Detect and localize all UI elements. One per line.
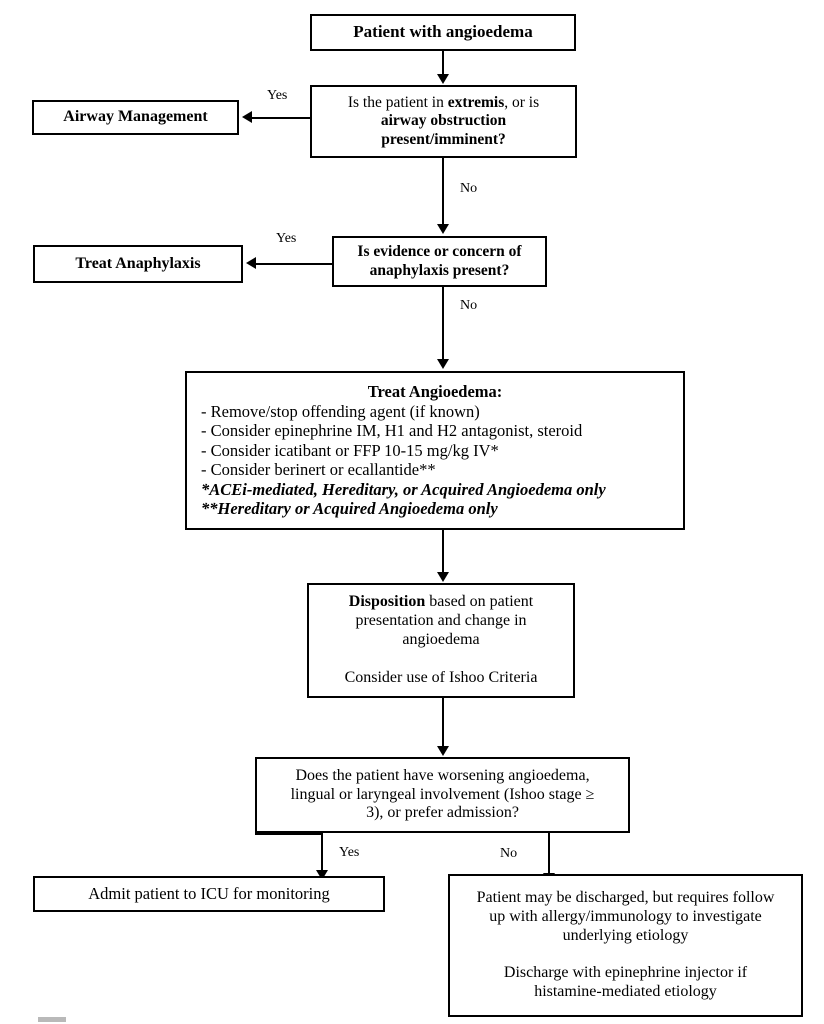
connector-disposition-to-worsening [442, 698, 444, 746]
arrowhead-extremis-to-anaphylaxis [437, 224, 449, 234]
node-start-label: Patient with angioedema [353, 22, 533, 42]
node-extremis-line1: Is the patient in extremis, or is [318, 94, 569, 112]
connector-worsening-no-vertical-stub [548, 833, 550, 875]
node-anaphylaxis-line2: anaphylaxis present? [369, 261, 510, 279]
connector-angioedema-to-disposition [442, 530, 444, 573]
connector-worsening-yes-vertical [321, 833, 323, 871]
node-disposition[interactable]: Disposition based on patient presentatio… [307, 583, 575, 698]
connector-worsening-yes-horizontal [255, 833, 323, 835]
node-patient-with-angioedema[interactable]: Patient with angioedema [310, 14, 576, 51]
connector-extremis-to-airway [252, 117, 310, 119]
node-discharge-line4: Discharge with epinephrine injector if [503, 964, 748, 982]
node-extremis-line3: present/imminent? [381, 130, 506, 148]
edge-label-anaphylaxis-yes: Yes [276, 231, 297, 246]
connector-extremis-to-anaphylaxis [442, 158, 444, 225]
node-extremis-decision[interactable]: Is the patient in extremis, or is airway… [310, 85, 577, 158]
node-treat-angioedema-footnote-1: **Hereditary or Acquired Angioedema only [201, 499, 498, 519]
arrowhead-angioedema-to-disposition [437, 572, 449, 582]
node-extremis-line1-bold: extremis [447, 94, 505, 112]
node-anaphylaxis-decision[interactable]: Is evidence or concern of anaphylaxis pr… [332, 236, 547, 287]
node-worsening-decision[interactable]: Does the patient have worsening angioede… [255, 757, 630, 833]
node-extremis-line1-pre: Is the patient in [347, 94, 448, 112]
node-treat-angioedema-bullet-3: - Consider berinert or ecallantide** [201, 460, 436, 480]
node-extremis-line1-post: , or is [504, 94, 540, 112]
node-admit-icu[interactable]: Admit patient to ICU for monitoring [33, 876, 385, 912]
node-worsening-line3: 3), or prefer admission? [366, 804, 519, 822]
node-treat-angioedema-footnote-0: *ACEi-mediated, Hereditary, or Acquired … [201, 479, 606, 499]
node-disposition-line2: presentation and change in [355, 612, 527, 630]
node-disposition-line1-bold: Disposition [348, 593, 426, 611]
arrowhead-start-to-extremis [437, 74, 449, 84]
node-discharge-line5: histamine-mediated etiology [534, 983, 717, 1001]
node-airway-management-label: Airway Management [63, 108, 208, 126]
node-treat-anaphylaxis-label: Treat Anaphylaxis [75, 254, 201, 272]
arrowhead-extremis-to-airway [242, 111, 252, 123]
node-extremis-line2: airway obstruction [380, 112, 507, 130]
node-discharge[interactable]: Patient may be discharged, but requires … [448, 874, 803, 1017]
edge-label-extremis-no: No [460, 181, 478, 196]
connector-start-to-extremis [442, 51, 444, 75]
page-artifact-bar [38, 1017, 66, 1022]
node-treat-angioedema-bullet-0: - Remove/stop offending agent (if known) [201, 401, 480, 421]
node-admit-icu-label: Admit patient to ICU for monitoring [88, 884, 330, 904]
connector-anaphylaxis-to-angioedema [442, 287, 444, 360]
node-worsening-line1: Does the patient have worsening angioede… [295, 766, 590, 784]
node-discharge-spacer [456, 946, 795, 965]
edge-label-anaphylaxis-no: No [460, 298, 478, 313]
node-treat-angioedema[interactable]: Treat Angioedema: - Remove/stop offendin… [185, 371, 685, 530]
node-discharge-line1: Patient may be discharged, but requires … [476, 888, 775, 906]
edge-label-worsening-no: No [500, 846, 518, 861]
node-worsening-line2: lingual or laryngeal involvement (Ishoo … [290, 785, 595, 803]
edge-label-worsening-yes: Yes [339, 845, 360, 860]
node-airway-management[interactable]: Airway Management [32, 100, 239, 135]
arrowhead-worsening-yes [316, 870, 328, 880]
node-disposition-line1: Disposition based on patient [315, 593, 567, 612]
arrowhead-anaphylaxis-to-angioedema [437, 359, 449, 369]
node-disposition-line1-rest: based on patient [425, 593, 534, 611]
node-treat-angioedema-bullet-2: - Consider icatibant or FFP 10-15 mg/kg … [201, 440, 499, 460]
node-treat-angioedema-heading: Treat Angioedema: [367, 382, 503, 402]
node-discharge-line3: underlying etiology [562, 926, 689, 944]
arrowhead-disposition-to-worsening [437, 746, 449, 756]
node-disposition-line4: Consider use of Ishoo Criteria [344, 668, 538, 686]
node-discharge-line2: up with allergy/immunology to investigat… [489, 907, 762, 925]
node-disposition-spacer [315, 650, 567, 669]
node-anaphylaxis-line1: Is evidence or concern of [357, 243, 522, 261]
edge-label-extremis-yes: Yes [267, 88, 288, 103]
connector-anaphylaxis-to-treat [256, 263, 332, 265]
node-treat-angioedema-bullet-1: - Consider epinephrine IM, H1 and H2 ant… [201, 421, 583, 441]
arrowhead-anaphylaxis-to-treat [246, 257, 256, 269]
node-disposition-line3: angioedema [402, 631, 480, 649]
node-treat-anaphylaxis[interactable]: Treat Anaphylaxis [33, 245, 243, 283]
